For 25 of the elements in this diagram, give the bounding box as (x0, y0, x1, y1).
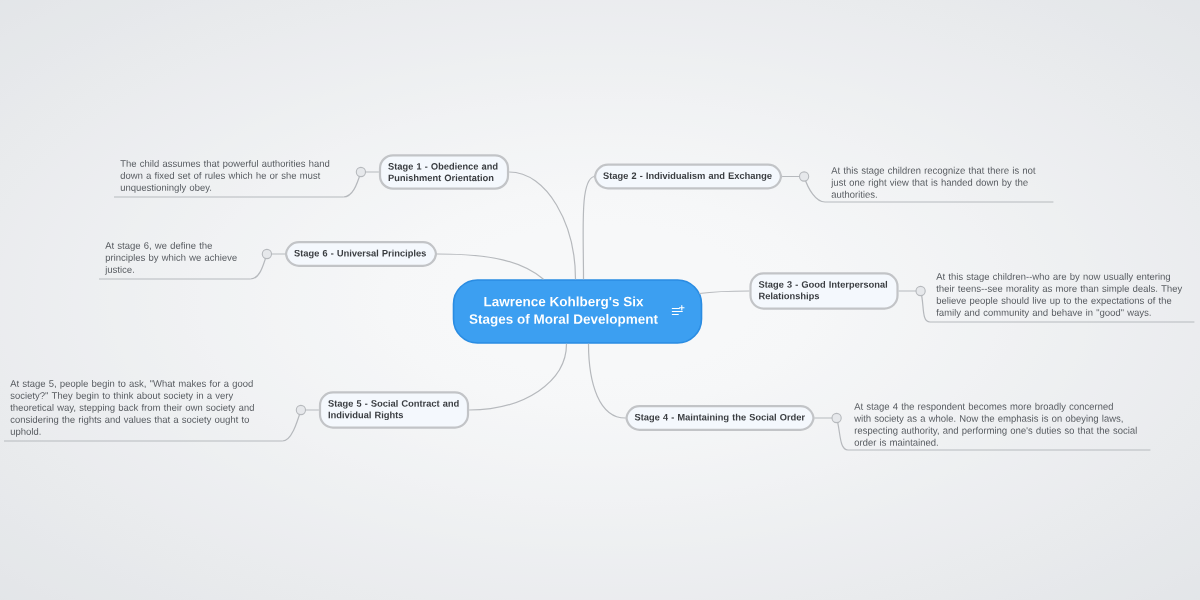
topic-box: Stage 3 - Good Interpersonal Relationships (749, 272, 899, 310)
branch-line (698, 290, 750, 295)
topic-box: Stage 6 - Universal Principles (284, 241, 438, 267)
note-text: The child assumes that powerful authorities hand down a fixed set of rules which he or she must unquestioningly obey. (113, 159, 344, 198)
connector-line (781, 175, 826, 203)
connector-line (342, 171, 380, 198)
branch-line (468, 343, 568, 411)
connector-line (249, 253, 286, 280)
topic-box: Stage 5 - Social Contract and Individual Rights (318, 391, 470, 429)
topic-box: Stage 1 - Obedience and Punishment Orientation (378, 154, 510, 190)
connector-line (898, 290, 931, 323)
note-text: At this stage children--who are by now usually entering their teens--see morality as more than simple deals. They believe people should live up to the expectations of the family and community and behave in "good" ways. (929, 272, 1195, 323)
note-text: At stage 6, we define the principles by which we achieve justice. (98, 241, 251, 280)
topic-box: Stage 2 - Individualism and Exchange (593, 163, 783, 190)
note-text: At stage 4 the respondent becomes more broadly concerned with society as a whole. Now the emphasis is on obeying laws, respecting authority, and performing one's duties so that the social order is maintained. (847, 402, 1151, 451)
branch-line (436, 253, 545, 280)
note-text: At this stage children recognize that there is not just one right view that is handed down by the authorities. (824, 166, 1054, 203)
topic-box: Stage 4 - Maintaining the Social Order (625, 405, 815, 431)
connector-line (814, 417, 849, 451)
central-topic-box: Lawrence Kohlberg's Six Stages of Moral Development (452, 279, 703, 344)
note-text: At stage 5, people begin to ask, "What makes for a good society?" They begin to think about society in a very theoretical way, stepping back from their own society and considering the rights and values that a society ought to uphold. (3, 379, 283, 442)
connector-line (281, 409, 320, 442)
branch-line (587, 343, 626, 419)
branch-line (582, 175, 595, 280)
branch-line (508, 171, 577, 280)
